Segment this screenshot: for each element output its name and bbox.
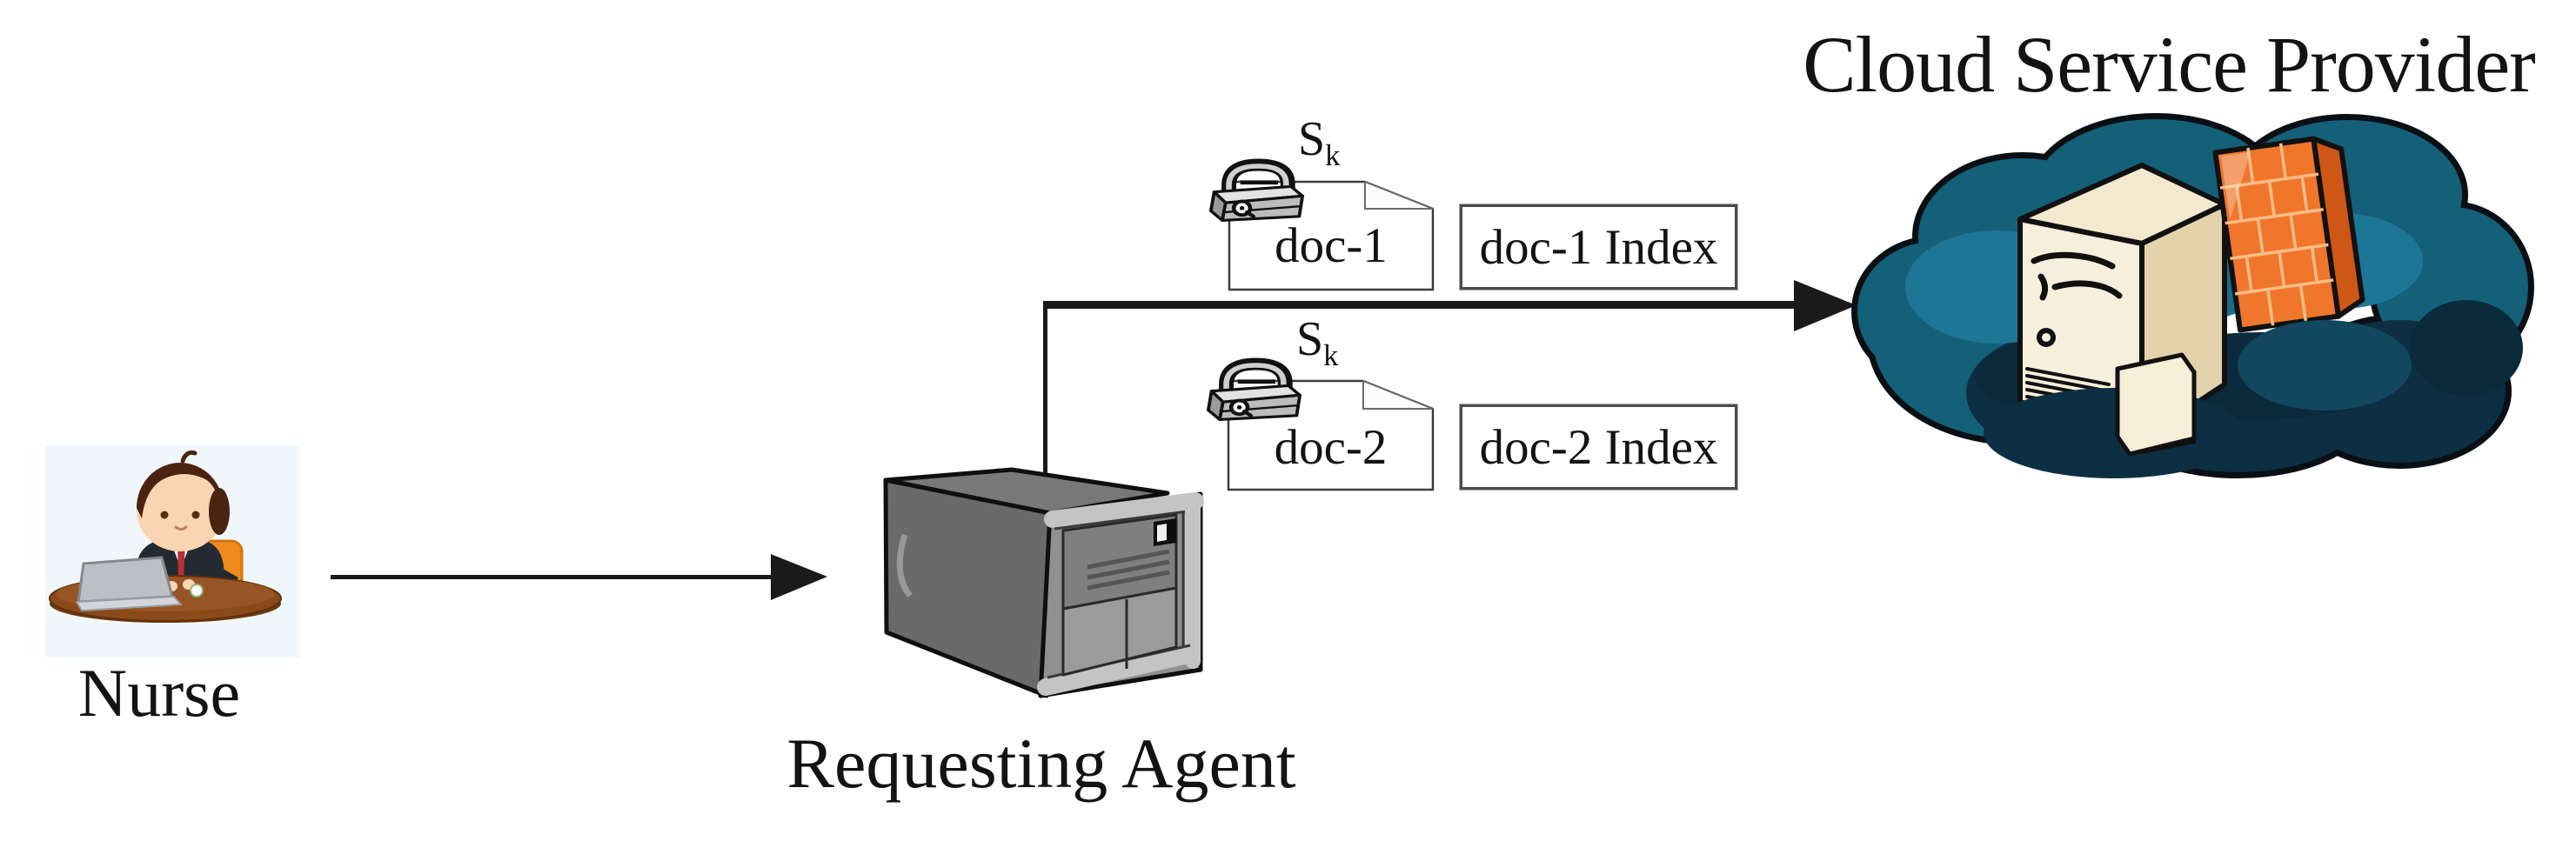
nurse-label: Nurse (77, 655, 241, 731)
nurse-at-desk-icon (45, 445, 299, 658)
secret-key-label: Sk (1298, 112, 1341, 173)
padlock-icon (1208, 364, 1300, 419)
cloud-service-provider-label: Cloud Service Provider (1803, 20, 2536, 109)
doc-1-index-box: doc-1 Index (1460, 204, 1737, 290)
arrow-nurse-to-agent (331, 554, 827, 600)
doc-2-index-box: doc-2 Index (1460, 404, 1737, 490)
secret-key-label: Sk (1296, 312, 1339, 373)
cloud-server-firewall-icon (1851, 113, 2534, 478)
requesting-agent-label: Requesting Agent (786, 724, 1296, 803)
server-tower-icon (883, 467, 1204, 698)
doc-2-label: doc-2 (1274, 420, 1388, 475)
doc-1-label: doc-1 (1275, 218, 1388, 273)
padlock-icon (1211, 164, 1302, 220)
doc-1-index-label: doc-1 Index (1479, 219, 1718, 275)
arrow-agent-to-cloud (1043, 280, 1857, 480)
doc-2-index-label: doc-2 Index (1479, 419, 1718, 475)
